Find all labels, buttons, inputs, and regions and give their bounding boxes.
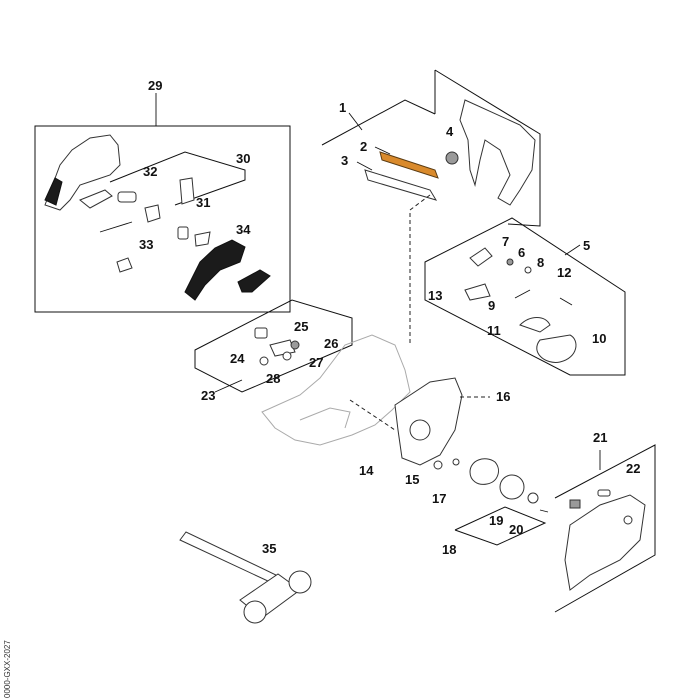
document-code: 0000-GXX-2027 (2, 632, 16, 698)
callout-14: 14 (359, 463, 374, 478)
assembly-frame-29 (34, 93, 291, 313)
callout-12: 12 (557, 265, 571, 280)
throttle-lever-dark-part (184, 239, 271, 301)
assembly-frame-21 (554, 444, 656, 613)
callout-17: 17 (432, 491, 446, 506)
callout-15: 15 (405, 472, 419, 487)
chain-guard-part (459, 99, 536, 206)
callout-31: 31 (196, 195, 210, 210)
assembly-frame-5 (424, 217, 626, 376)
clutch-parts (433, 458, 549, 513)
combination-wrench-part (179, 531, 312, 624)
callout-1: 1 (339, 100, 346, 115)
callout-labels: 1 2 3 4 5 6 7 8 9 10 11 12 13 14 15 16 1… (139, 78, 640, 557)
callout-27: 27 (309, 355, 323, 370)
assembly-dashed-lines (349, 194, 490, 431)
sprocket-cover-part (564, 489, 646, 591)
callout-25: 25 (294, 319, 308, 334)
callout-24: 24 (230, 351, 245, 366)
oil-pump-parts (254, 327, 300, 366)
callout-16: 16 (496, 389, 510, 404)
assembly-frame-1 (321, 69, 541, 227)
callout-10: 10 (592, 331, 606, 346)
assembly-frame-23 (194, 299, 353, 393)
sprocket-cover-plate-part (394, 377, 463, 466)
handle-housing-part (44, 134, 121, 211)
callout-2: 2 (360, 139, 367, 154)
callout-11: 11 (487, 323, 501, 338)
callout-34: 34 (236, 222, 251, 237)
callout-30: 30 (236, 151, 250, 166)
callout-3: 3 (341, 153, 348, 168)
trigger-parts (99, 177, 211, 273)
callout-8: 8 (537, 255, 544, 270)
callout-32: 32 (143, 164, 157, 179)
callout-20: 20 (509, 522, 523, 537)
callout-21: 21 (593, 430, 607, 445)
callout-5: 5 (583, 238, 590, 253)
subassembly-frame-30 (109, 151, 246, 206)
crankcase-outline (261, 334, 411, 446)
callout-26: 26 (324, 336, 338, 351)
brake-parts (464, 247, 577, 363)
callout-4: 4 (446, 124, 454, 139)
callout-6: 6 (518, 245, 525, 260)
callout-18: 18 (442, 542, 456, 557)
callout-22: 22 (626, 461, 640, 476)
assembly-frame-18 (454, 506, 547, 546)
callout-7: 7 (502, 234, 509, 249)
callout-28: 28 (266, 371, 280, 386)
callout-19: 19 (489, 513, 503, 528)
callout-23: 23 (201, 388, 215, 403)
callout-29: 29 (148, 78, 162, 93)
callout-9: 9 (488, 298, 495, 313)
callout-13: 13 (428, 288, 442, 303)
callout-33: 33 (139, 237, 153, 252)
guide-bar-parts (364, 151, 459, 201)
callout-35: 35 (262, 541, 276, 556)
document-code-text: 0000-GXX-2027 (3, 640, 12, 698)
